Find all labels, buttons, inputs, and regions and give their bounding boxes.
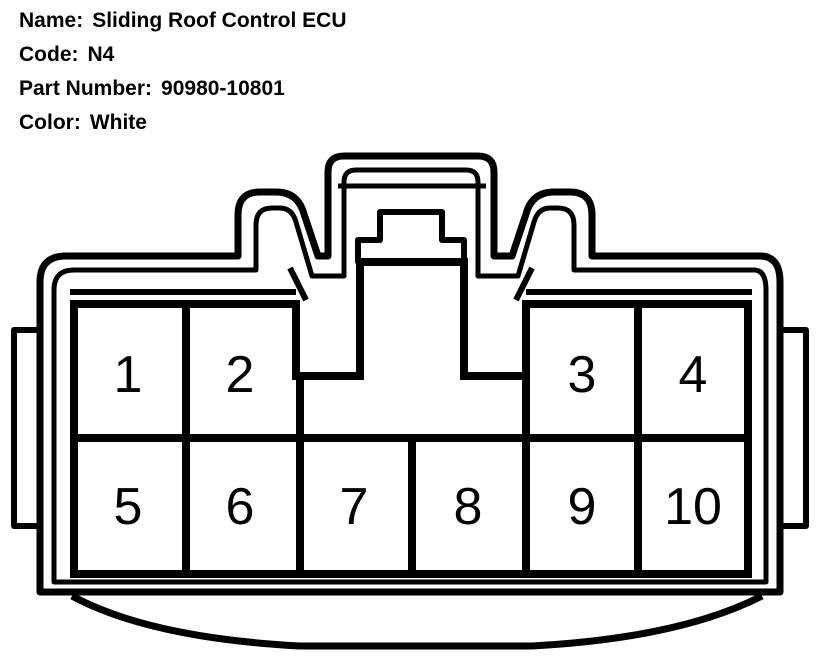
- name-row: Name: Sliding Roof Control ECU: [19, 4, 347, 38]
- color-label: Color:: [19, 111, 81, 134]
- code-value: N4: [87, 43, 115, 66]
- name-label: Name:: [19, 9, 84, 32]
- connector-bottom-skirt: [70, 592, 764, 650]
- pin-10-label: 10: [664, 478, 722, 536]
- connector-info: Name: Sliding Roof Control ECU Code: N4 Pa…: [19, 4, 347, 140]
- connector-outer-housing: [36, 152, 784, 596]
- color-value: White: [89, 111, 147, 134]
- pin-2-label: 2: [226, 346, 255, 404]
- connector-inner-housing: [51, 167, 769, 585]
- pin-4-label: 4: [679, 346, 708, 404]
- pin-1-label: 1: [114, 346, 143, 404]
- color-row: Color: White: [19, 106, 347, 140]
- part-number-value: 90980-10801: [161, 77, 285, 100]
- pin-5-label: 5: [114, 478, 143, 536]
- connector-left-tab: [11, 327, 43, 529]
- pin-7-label: 7: [340, 478, 369, 536]
- code-label: Code:: [19, 43, 79, 66]
- part-number-row: Part Number: 90980-10801: [19, 72, 347, 106]
- part-number-label: Part Number:: [19, 77, 153, 100]
- pin-9-label: 9: [568, 478, 597, 536]
- pin-6-label: 6: [226, 478, 255, 536]
- connector-right-shoulder: [513, 266, 752, 302]
- connector-latch-window: [355, 209, 467, 265]
- connector-right-tab: [777, 327, 809, 529]
- connector-left-shoulder: [70, 266, 309, 302]
- pin-3-label: 3: [568, 346, 597, 404]
- code-row: Code: N4: [19, 38, 347, 72]
- pin-8-label: 8: [454, 478, 483, 536]
- name-value: Sliding Roof Control ECU: [92, 9, 347, 32]
